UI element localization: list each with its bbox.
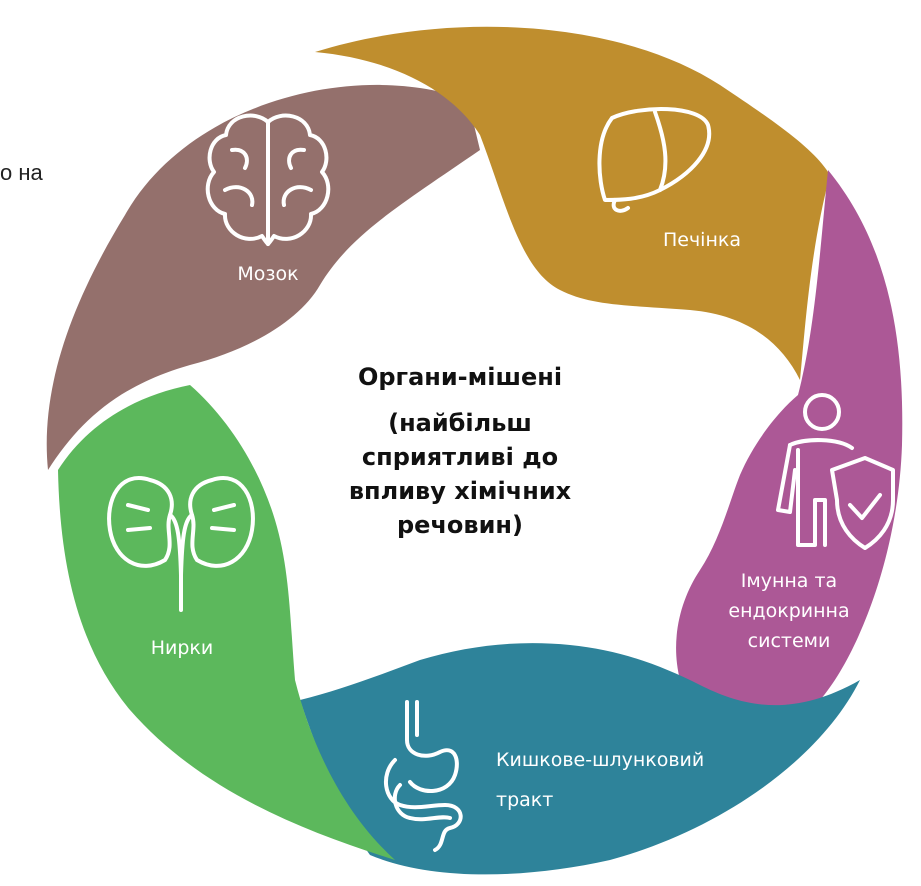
label-immune-line: системи xyxy=(747,630,831,652)
segment-kidneys xyxy=(58,385,395,860)
center-text: Органи-мішені (найбільш сприятливі до вп… xyxy=(330,362,590,542)
brain-icon xyxy=(205,113,331,246)
liver-icon xyxy=(597,106,712,213)
label-gi-line: тракт xyxy=(496,789,554,811)
stomach-icon xyxy=(384,700,463,852)
kidneys-icon xyxy=(107,476,255,612)
center-subtitle-line: речовин) xyxy=(397,511,523,539)
label-brain-text: Мозок xyxy=(237,263,299,285)
label-immune-line: Імунна та xyxy=(740,570,838,592)
center-subtitle-line: впливу хімічних xyxy=(348,477,572,505)
label-brain: Мозок xyxy=(204,259,332,289)
label-kidneys: Нирки xyxy=(132,633,232,663)
segment-brain xyxy=(46,84,480,470)
label-liver: Печінка xyxy=(642,225,762,255)
center-subtitle: (найбільш сприятливі до впливу хімічних … xyxy=(330,406,590,542)
center-subtitle-line: (найбільш xyxy=(388,409,532,437)
center-title: Органи-мішені xyxy=(357,363,563,391)
person-shield-icon xyxy=(776,393,895,550)
label-gi: Кишкове-шлунковий тракт xyxy=(496,740,766,820)
label-liver-text: Печінка xyxy=(662,229,742,251)
label-kidneys-text: Нирки xyxy=(150,637,214,659)
center-subtitle-line: сприятливі до xyxy=(361,443,559,471)
label-immune: Імунна та ендокринна системи xyxy=(704,566,874,656)
label-immune-line: ендокринна xyxy=(728,600,850,622)
label-gi-line: Кишкове-шлунковий xyxy=(496,749,705,771)
stray-text: о на xyxy=(0,160,43,185)
